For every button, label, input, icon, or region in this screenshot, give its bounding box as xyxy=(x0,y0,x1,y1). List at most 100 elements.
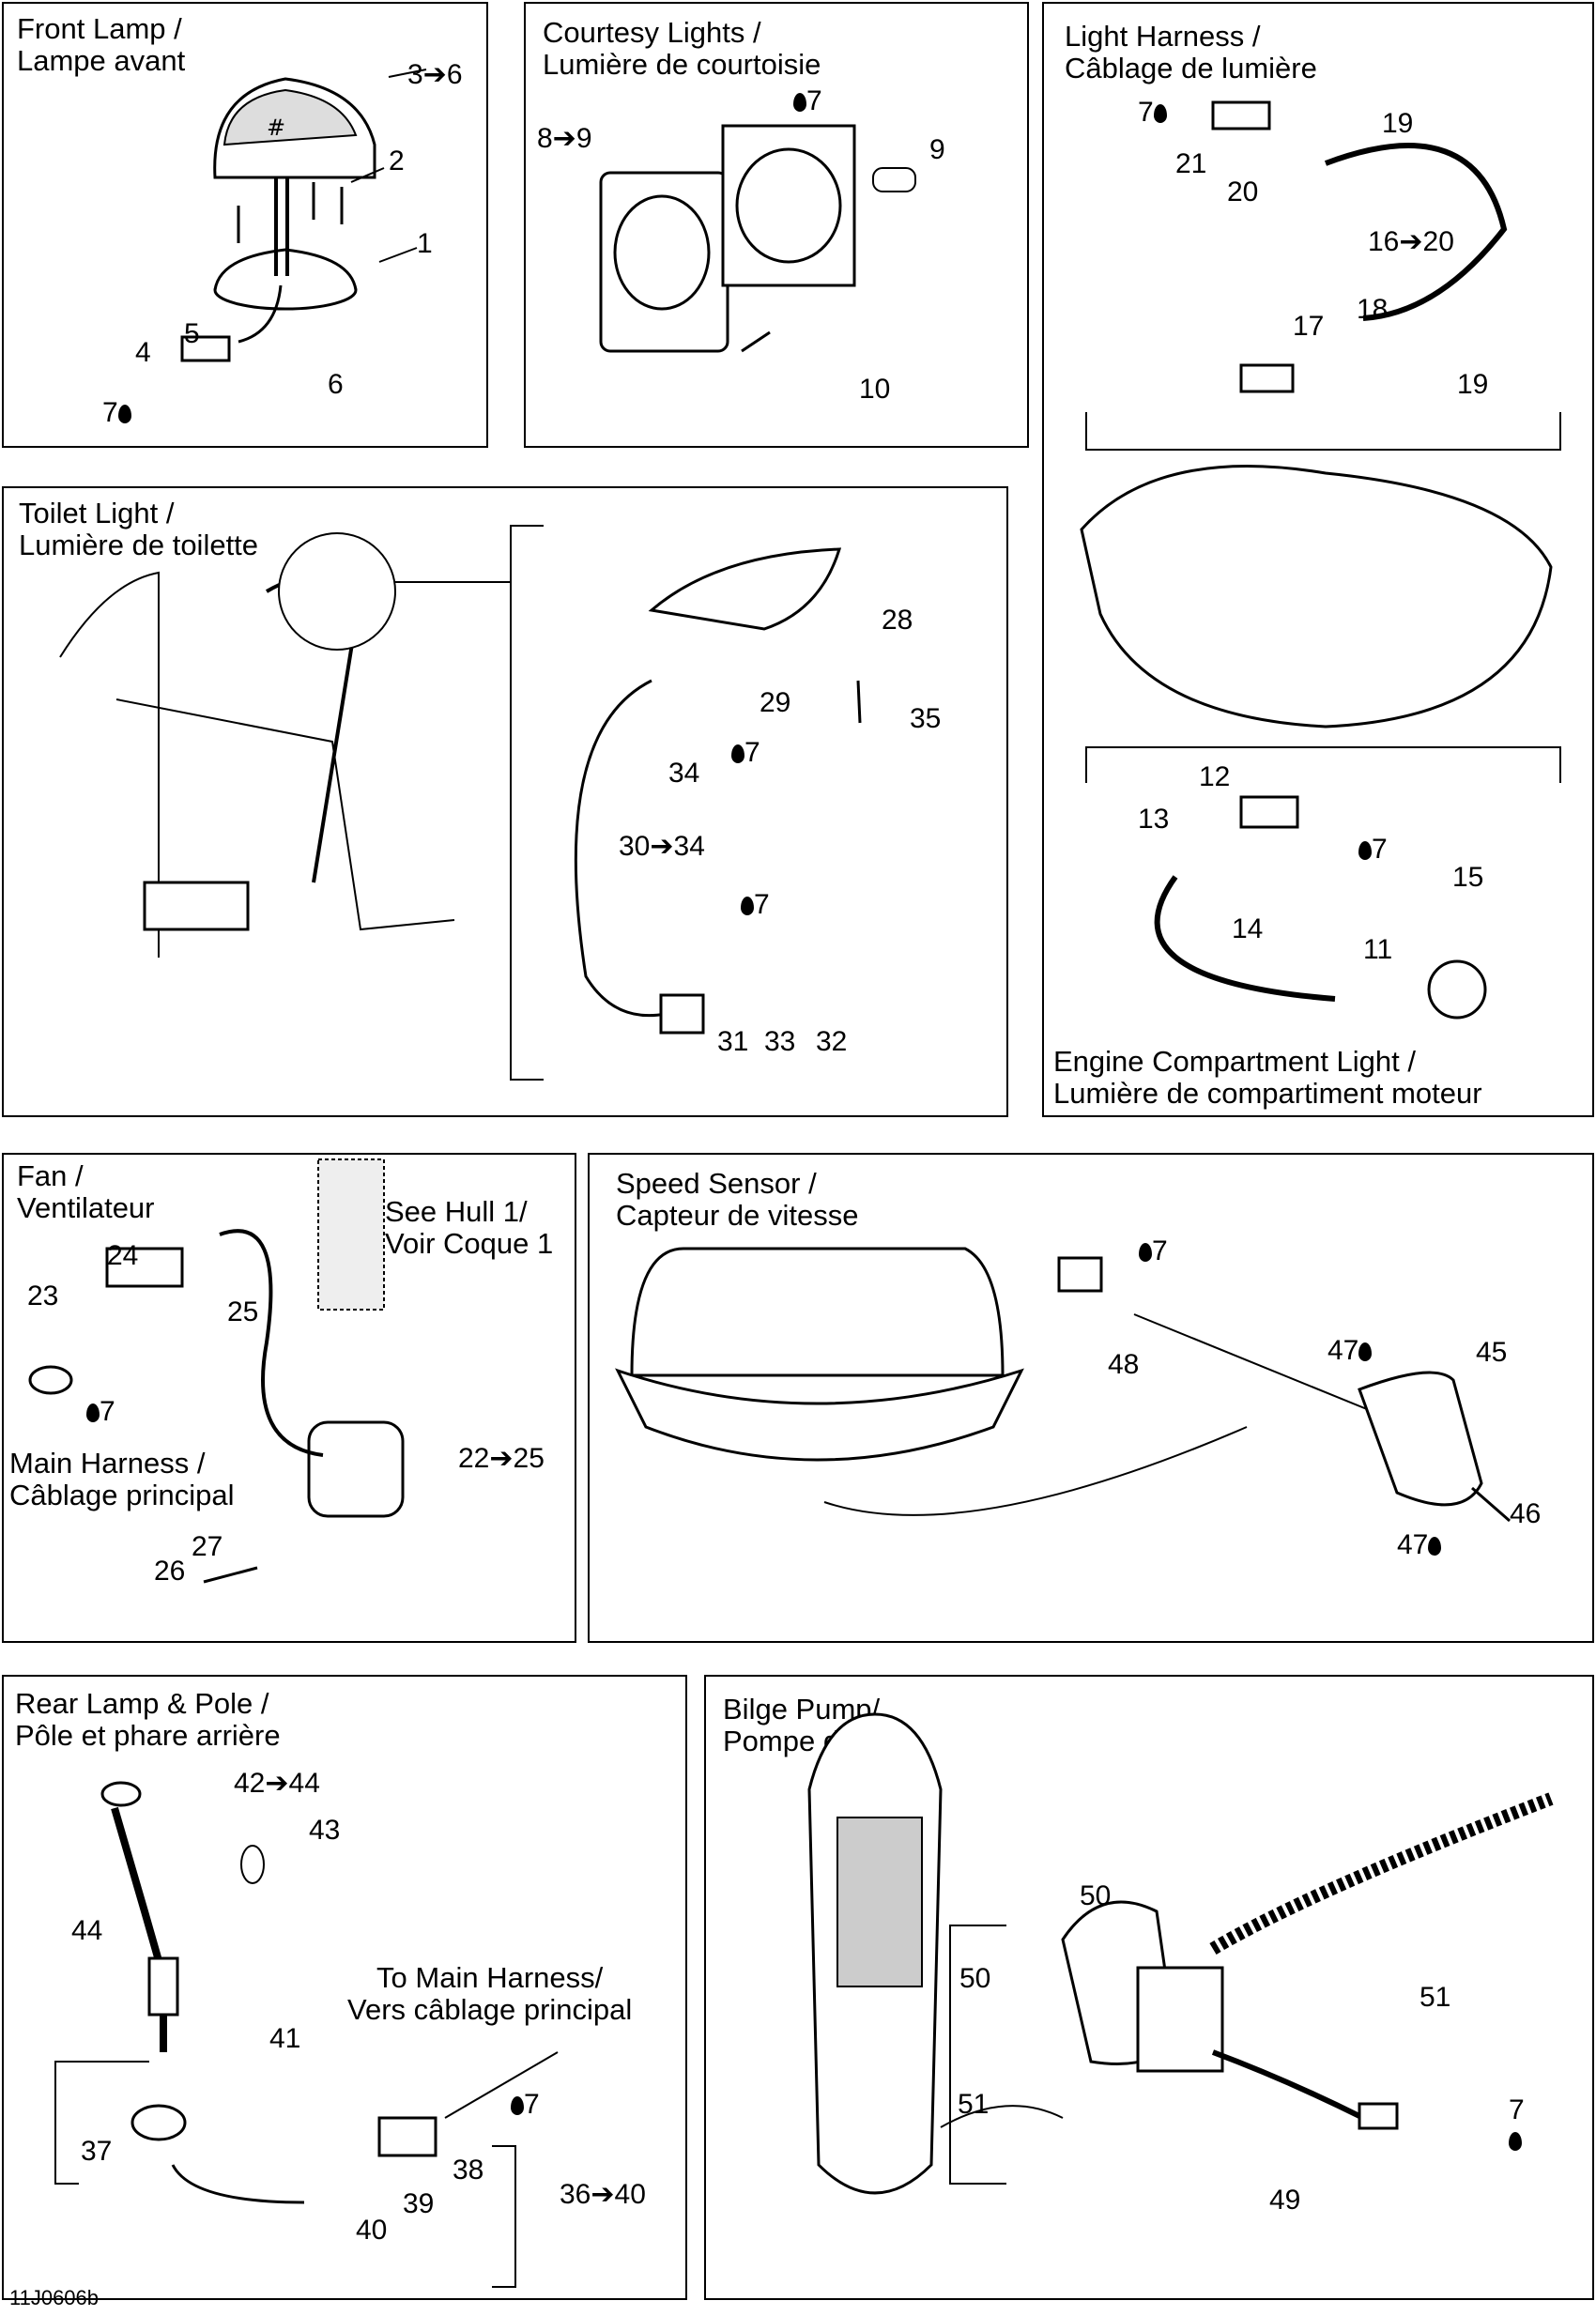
callout-label: 12 xyxy=(1199,761,1231,792)
panel-speed-sensor: Speed Sensor / Capteur de vitesse 7 48 4… xyxy=(588,1153,1594,1643)
panel-bilge-pump: Bilge Pump/ Pompe de cale 50 50 51 51 7 … xyxy=(704,1675,1594,2300)
callout-label: 7 xyxy=(102,398,131,428)
drop-icon xyxy=(511,2096,524,2115)
callout-label: 50 xyxy=(1080,1880,1112,1911)
callout-label: 13 xyxy=(1138,804,1170,835)
callout-label: 43 xyxy=(309,1815,341,1846)
callout-label: 37 xyxy=(81,2136,113,2167)
callout-label: 7 xyxy=(1509,2095,1525,2155)
callout-label: 40 xyxy=(356,2215,388,2246)
callout-label: 4 xyxy=(135,337,151,368)
callout-label: 14 xyxy=(1232,913,1264,944)
callout-label: 46 xyxy=(1510,1498,1542,1529)
courtesy-lights-illustration xyxy=(599,124,916,353)
drop-icon xyxy=(86,1403,100,1422)
callout-label: 19 xyxy=(1382,108,1414,139)
drop-icon xyxy=(1358,1342,1373,1361)
callout-label: 45 xyxy=(1476,1337,1508,1368)
callout-label: 7 xyxy=(1139,1236,1168,1266)
callout-label: 19 xyxy=(1457,369,1489,400)
panel-title: Fan / Ventilateur xyxy=(17,1159,155,1224)
callout-label: 10 xyxy=(859,374,891,405)
callout-label: 7 xyxy=(793,86,822,116)
callout-label: 18 xyxy=(1357,294,1389,325)
callout-label: 51 xyxy=(958,2089,990,2120)
svg-text:#: # xyxy=(267,115,285,141)
callout-label: 21 xyxy=(1175,148,1207,179)
callout-label: 7 xyxy=(86,1397,115,1427)
callout-label: 7 xyxy=(741,890,770,920)
panel-fan: Fan / Ventilateur See Hull 1/ Voir Coque… xyxy=(2,1153,576,1643)
callout-label: 25 xyxy=(227,1296,259,1327)
panel-title: Rear Lamp & Pole / Pôle et phare arrière xyxy=(15,1687,281,1752)
callout-label: 6 xyxy=(328,369,344,400)
main-harness-note: Main Harness / Câblage principal xyxy=(9,1447,235,1511)
fan-illustration xyxy=(28,1158,405,1584)
callout-label: 49 xyxy=(1269,2185,1301,2216)
callout-label: 20 xyxy=(1227,176,1259,207)
callout-label: 1 xyxy=(417,228,433,259)
speed-sensor-illustration xyxy=(615,1247,1511,1523)
panel-light-harness: Light Harness / Câblage de lumière 7 19 … xyxy=(1042,2,1594,1117)
callout-label: 9 xyxy=(929,134,945,165)
diagram-code: 11J0606b xyxy=(9,2286,100,2309)
front-lamp-illustration: # xyxy=(180,69,427,362)
callout-label: 22➔25 xyxy=(458,1443,545,1474)
panel-rear-lamp: Rear Lamp & Pole / Pôle et phare arrière… xyxy=(2,1675,687,2300)
panel-toilet-light: Toilet Light / Lumière de toilette 28 29… xyxy=(2,486,1008,1117)
callout-label: 17 xyxy=(1293,311,1325,342)
callout-label: 31 xyxy=(717,1026,749,1057)
callout-label: 39 xyxy=(403,2188,435,2219)
callout-label: 35 xyxy=(910,703,942,734)
drop-icon xyxy=(1428,1537,1442,1556)
callout-label: 5 xyxy=(184,318,200,349)
callout-label: 41 xyxy=(269,2023,301,2054)
callout-label: 47 xyxy=(1327,1336,1373,1366)
callout-label: 24 xyxy=(107,1240,139,1271)
see-hull-note: See Hull 1/ Voir Coque 1 xyxy=(385,1195,554,1260)
callout-label: 44 xyxy=(71,1915,103,1946)
callout-label: 32 xyxy=(816,1026,848,1057)
callout-label: 48 xyxy=(1108,1349,1140,1380)
drop-icon xyxy=(731,744,744,763)
callout-label: 26 xyxy=(154,1556,186,1587)
panel-title: Courtesy Lights / Lumière de courtoisie xyxy=(543,16,821,81)
bilge-pump-illustration xyxy=(807,1712,1554,2195)
panel-title: Light Harness / Câblage de lumière xyxy=(1065,20,1317,84)
callout-label: 7 xyxy=(731,738,760,768)
panel-courtesy-lights: Courtesy Lights / Lumière de courtoisie … xyxy=(524,2,1029,448)
callout-label: 11 xyxy=(1363,934,1393,965)
callout-label: 50 xyxy=(959,1963,991,1994)
light-harness-illustration xyxy=(1080,100,1561,1020)
rear-lamp-illustration xyxy=(54,1781,559,2288)
callout-label: 7 xyxy=(1358,835,1388,865)
panel-title: Speed Sensor / Capteur de vitesse xyxy=(616,1167,859,1232)
to-main-harness-note: To Main Harness/ Vers câblage principal xyxy=(347,1961,633,2026)
drop-icon xyxy=(1153,104,1167,123)
drop-icon xyxy=(1358,841,1372,860)
callout-label: 29 xyxy=(760,687,791,718)
panel-title: Toilet Light / Lumière de toilette xyxy=(19,497,259,561)
callout-label: 34 xyxy=(668,758,700,789)
drop-icon xyxy=(741,897,754,915)
callout-label: 38 xyxy=(453,2155,484,2186)
panel-front-lamp: Front Lamp / Lampe avant # 3➔6 2 1 5 4 6… xyxy=(2,2,488,448)
callout-label: 47 xyxy=(1397,1530,1442,1560)
callout-label: 33 xyxy=(764,1026,796,1057)
callout-label: 36➔40 xyxy=(560,2179,646,2210)
drop-icon xyxy=(1139,1243,1152,1262)
panel-title: Engine Compartment Light / Lumière de co… xyxy=(1053,1045,1482,1110)
callout-label: 42➔44 xyxy=(234,1768,320,1799)
callout-label: 16➔20 xyxy=(1368,226,1454,257)
drop-icon xyxy=(1509,2132,1522,2151)
toilet-light-illustration xyxy=(59,525,862,1081)
callout-label: 15 xyxy=(1452,862,1484,893)
callout-label: 27 xyxy=(192,1531,223,1562)
callout-label: 2 xyxy=(389,146,405,176)
callout-label: 28 xyxy=(882,605,913,636)
panel-title: Front Lamp / Lampe avant xyxy=(17,12,186,77)
callout-label: 7 xyxy=(511,2090,540,2120)
callout-label: 8➔9 xyxy=(537,123,592,154)
drop-icon xyxy=(117,405,131,423)
callout-label: 30➔34 xyxy=(619,831,705,862)
